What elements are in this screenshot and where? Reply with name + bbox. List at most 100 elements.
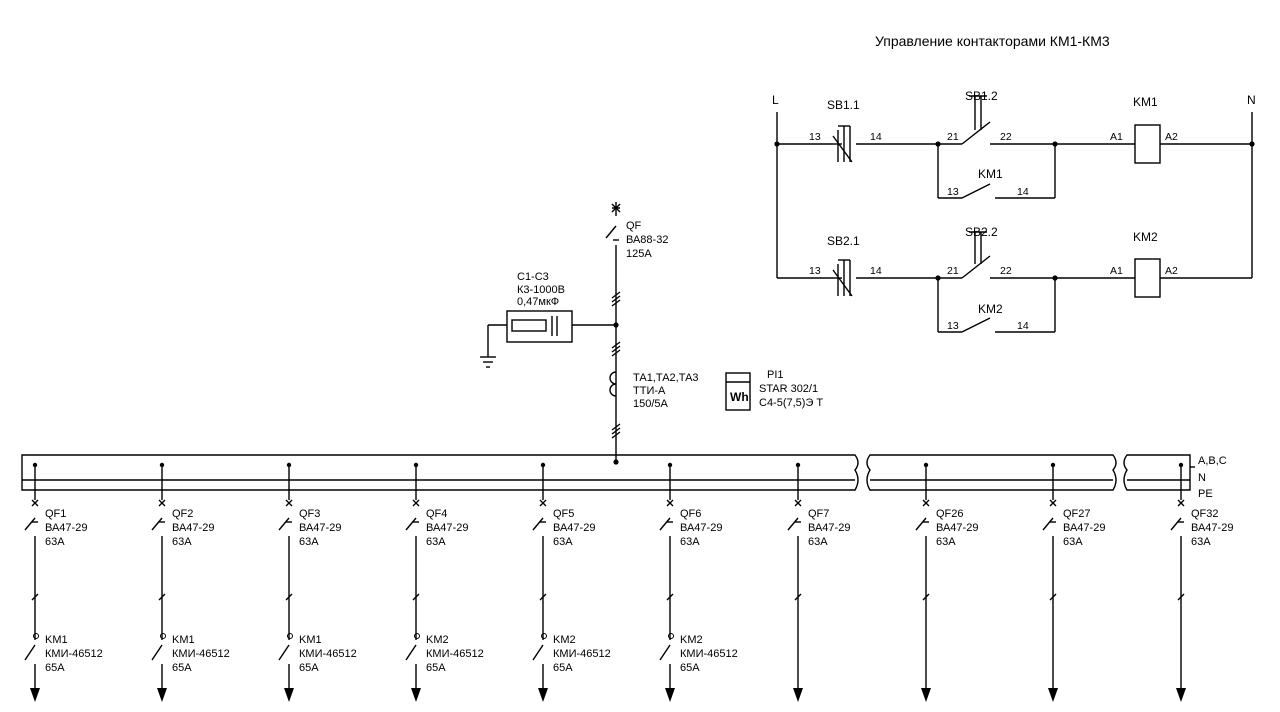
capacitor-name: C1-C3 <box>517 271 549 283</box>
feeder-qf-rating: 63А <box>1191 536 1211 548</box>
coil-km2 <box>1134 258 1161 298</box>
line-label: L <box>772 93 779 107</box>
sb1-1-pin-14: 14 <box>870 131 882 143</box>
feeder-km-model: КМИ-46512 <box>553 648 611 660</box>
feeder-qf-name: QF27 <box>1063 508 1091 520</box>
sb1-2-pin-22: 22 <box>1000 131 1012 143</box>
capacitor-model: К3-1000В <box>517 284 565 296</box>
start-button-sb1-1 <box>832 125 853 163</box>
feeder-qf-model: ВА47-29 <box>808 522 850 534</box>
feeder-qf-name: QF26 <box>936 508 964 520</box>
capacitor-value: 0,47мкФ <box>517 296 559 308</box>
sb2-1-pin-13: 13 <box>809 265 821 277</box>
aux-km1-label: KM1 <box>978 167 1003 181</box>
sb1-1-pin-13: 13 <box>809 131 821 143</box>
feeder-qf-rating: 63А <box>553 536 573 548</box>
feeder-km-model: КМИ-46512 <box>426 648 484 660</box>
ta-name: ТА1,ТА2,ТА3 <box>633 372 699 384</box>
aux-km1-pin-13: 13 <box>947 186 959 198</box>
sb2-1-label: SB2.1 <box>827 234 860 248</box>
sb1-1-label: SB1.1 <box>827 98 860 112</box>
feeder-qf-rating: 63А <box>426 536 446 548</box>
feeder-km-rating: 65А <box>426 662 446 674</box>
meter-name: PI1 <box>767 369 784 381</box>
feeder-qf-name: QF2 <box>172 508 193 520</box>
feeder-qf-name: QF32 <box>1191 508 1219 520</box>
bus-label-phases: A,B,C <box>1198 455 1227 467</box>
feeder-qf-model: ВА47-29 <box>299 522 341 534</box>
coil-km1-label: KM1 <box>1133 95 1158 109</box>
feeder-qf-rating: 63А <box>1063 536 1083 548</box>
feeder-km-model: КМИ-46512 <box>299 648 357 660</box>
coil-km1-pin-a1: A1 <box>1110 131 1123 143</box>
feeder-qf-model: ВА47-29 <box>172 522 214 534</box>
current-transformer-symbol <box>609 371 617 397</box>
bus-label-pe: PE <box>1198 488 1213 500</box>
aux-km2-label: KM2 <box>978 302 1003 316</box>
control-row-2: SB2.1 13 14 SB2.2 21 22 KM2 <box>777 225 1252 333</box>
feeder-arrow <box>1048 688 1058 702</box>
diagram-title: Управление контакторами КМ1-КМ3 <box>875 33 1110 49</box>
qf-model: ВА88-32 <box>626 234 668 246</box>
feeder-km-name: KM2 <box>680 634 703 646</box>
coil-km2-pin-a1: A1 <box>1110 265 1123 277</box>
incoming-feeder: QF ВА88-32 125А ТА1,ТА2,ТА3 ТТИ-А 150/5А <box>480 202 823 462</box>
feeder-km-model: КМИ-46512 <box>45 648 103 660</box>
feeder-arrow <box>411 688 421 702</box>
feeder-arrow <box>30 688 40 702</box>
feeder-qf-model: ВА47-29 <box>1191 522 1233 534</box>
feeder-km-model: КМИ-46512 <box>680 648 738 660</box>
aux-contact-km1 <box>937 144 1056 199</box>
feeder-km-name: KM2 <box>553 634 576 646</box>
feeder-arrow <box>1176 688 1186 702</box>
stop-button-sb2-2 <box>938 231 1055 279</box>
feeder-km-rating: 65А <box>45 662 65 674</box>
feeder-qf-name: QF3 <box>299 508 320 520</box>
feeder-qf-name: QF1 <box>45 508 66 520</box>
coil-km1 <box>1134 124 1161 164</box>
sb2-1-pin-14: 14 <box>870 265 882 277</box>
sb2-2-pin-21: 21 <box>947 265 959 277</box>
feeder-km-rating: 65А <box>299 662 319 674</box>
feeder-arrow <box>921 688 931 702</box>
feeder-qf-rating: 63А <box>45 536 65 548</box>
bus-label-neutral: N <box>1198 472 1206 484</box>
feeder-qf-name: QF6 <box>680 508 701 520</box>
feeder-qf-model: ВА47-29 <box>553 522 595 534</box>
energy-meter: Wh <box>725 372 751 411</box>
ta-ratio: 150/5А <box>633 398 669 410</box>
control-row-1: SB1.1 13 14 SB1.2 21 22 <box>777 89 1252 199</box>
feeder-qf-model: ВА47-29 <box>426 522 468 534</box>
feeder-qf-rating: 63А <box>808 536 828 548</box>
feeder-km-model: КМИ-46512 <box>172 648 230 660</box>
coil-km2-pin-a2: A2 <box>1165 265 1178 277</box>
feeder-qf-rating: 63А <box>680 536 700 548</box>
stop-button-sb1-2 <box>938 95 1055 145</box>
meter-model: STAR 302/1 <box>759 383 818 395</box>
capacitor-c1-c3 <box>480 310 619 368</box>
feeder-km-rating: 65А <box>553 662 573 674</box>
control-circuit: L N SB1.1 13 14 <box>772 89 1256 333</box>
qf-rating: 125А <box>626 248 652 260</box>
feeder-km-name: KM1 <box>45 634 68 646</box>
feeder-qf-model: ВА47-29 <box>1063 522 1105 534</box>
sb2-2-label: SB2.2 <box>965 225 998 239</box>
feeder-qf-rating: 63А <box>172 536 192 548</box>
sb1-2-pin-21: 21 <box>947 131 959 143</box>
ta-model: ТТИ-А <box>633 385 666 397</box>
feeder-arrow <box>665 688 675 702</box>
sb1-2-label: SB1.2 <box>965 89 998 103</box>
aux-km2-pin-13: 13 <box>947 320 959 332</box>
start-button-sb2-1 <box>832 259 853 297</box>
feeder-qf-name: QF5 <box>553 508 574 520</box>
feeder-km-rating: 65А <box>172 662 192 674</box>
